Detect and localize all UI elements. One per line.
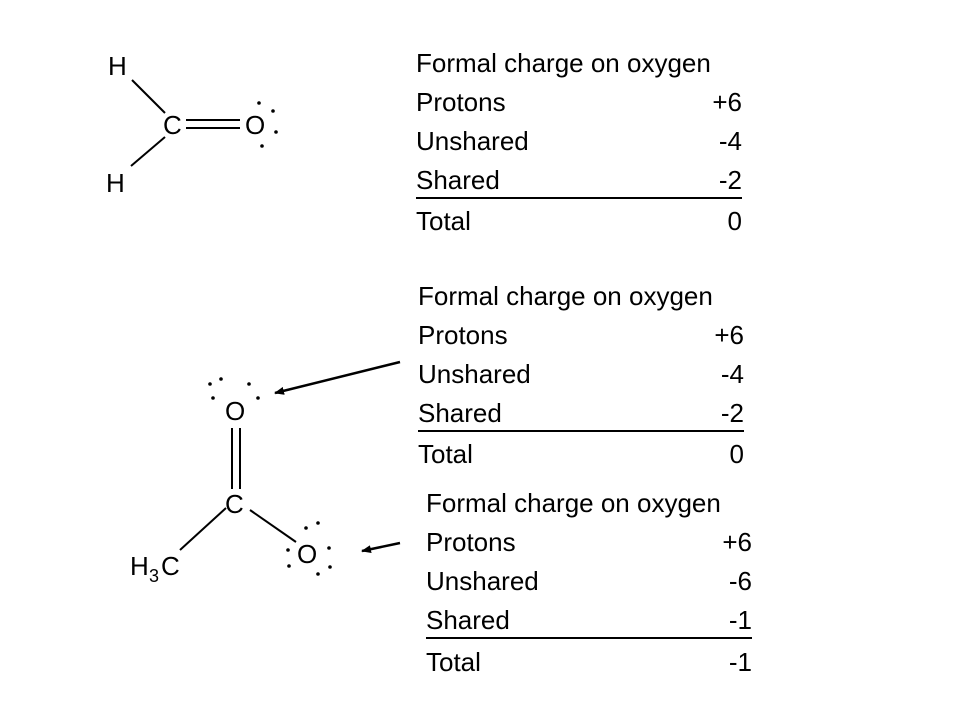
formaldehyde-carbon: C [163,110,182,140]
table-row-total: Total 0 [418,435,744,474]
methyl-h: H [130,551,149,581]
row-value: -2 [720,398,744,428]
row-label: Unshared [418,359,531,389]
row-value: -4 [720,359,744,389]
table-title: Formal charge on oxygen [426,488,721,518]
bond-h-c-top [131,79,166,114]
arrow-to-right-oxygen [361,541,401,554]
row-value: -6 [728,566,752,596]
row-label: Shared [418,398,502,428]
table-title: Formal charge on oxygen [416,48,711,78]
acetate-oxygen-right: O [297,539,317,569]
row-label: Unshared [426,566,539,596]
top-oxygen-lone-pairs [208,377,260,400]
row-value: +6 [712,87,742,117]
row-label: Protons [418,320,508,350]
bond-c-o [249,509,297,543]
table-row-protons: Protons +6 [426,523,752,562]
table-row-total: Total -1 [426,643,752,682]
table-row-total: Total 0 [416,202,742,241]
formal-charge-table-2: Formal charge on oxygen Protons +6 Unsha… [418,277,744,474]
row-label: Shared [426,605,510,635]
row-label: Total [418,439,473,469]
row-value: +6 [714,320,744,350]
formaldehyde-oxygen: O [245,110,265,140]
table-row-shared: Shared -1 [426,601,752,639]
formaldehyde-structure: H H C O [106,51,278,198]
bond-c-ch3 [179,507,227,551]
row-label: Total [416,206,471,236]
formaldehyde-hydrogen-top: H [108,51,127,81]
formal-charge-table-1: Formal charge on oxygen Protons +6 Unsha… [416,44,742,241]
row-value: -1 [728,605,752,635]
table-row-shared: Shared -2 [416,161,742,199]
table-row-unshared: Unshared -4 [418,355,744,394]
row-value: +6 [722,527,752,557]
row-value: 0 [727,206,742,236]
row-label: Shared [416,165,500,195]
bond-h-c-bottom [130,136,166,167]
row-label: Total [426,647,481,677]
acetate-structure: O C O H 3 C [130,377,332,586]
table-row-unshared: Unshared -6 [426,562,752,601]
row-value: -4 [718,126,742,156]
arrow-to-top-oxygen [274,360,401,395]
table-row-unshared: Unshared -4 [416,122,742,161]
row-label: Protons [426,527,516,557]
row-value: 0 [729,439,744,469]
methyl-subscript: 3 [149,566,159,586]
row-value: -1 [728,647,752,677]
formaldehyde-hydrogen-bottom: H [106,168,125,198]
table-title: Formal charge on oxygen [418,281,713,311]
lone-pair-dots [257,101,278,148]
acetate-oxygen-top: O [225,396,245,426]
row-value: -2 [718,165,742,195]
row-label: Unshared [416,126,529,156]
table-row-protons: Protons +6 [418,316,744,355]
table-row-shared: Shared -2 [418,394,744,432]
row-label: Protons [416,87,506,117]
formal-charge-table-3: Formal charge on oxygen Protons +6 Unsha… [426,484,752,682]
right-oxygen-lone-pairs [286,521,332,576]
methyl-c: C [161,551,180,581]
acetate-carbon: C [225,489,244,519]
table-row-protons: Protons +6 [416,83,742,122]
